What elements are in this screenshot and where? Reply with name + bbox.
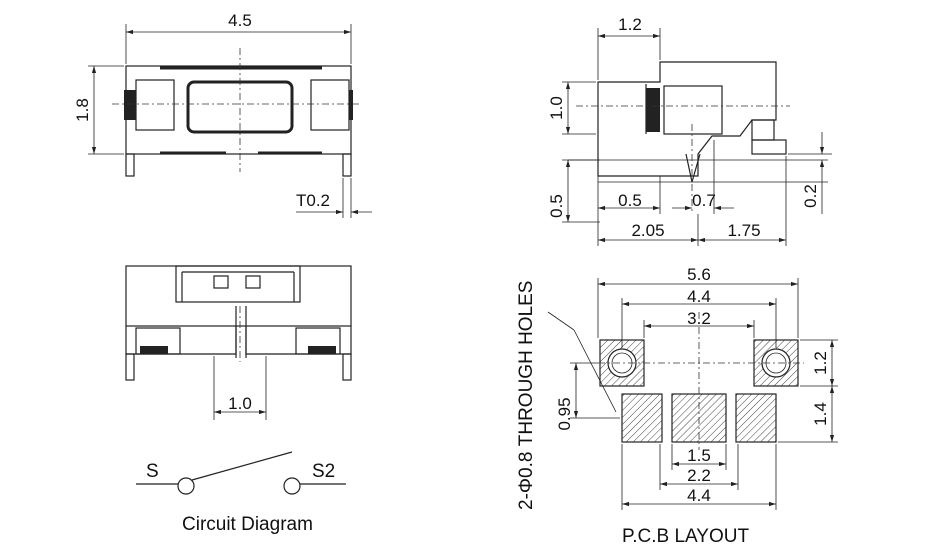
- pcb-pad-height-label: 1.4: [811, 402, 830, 426]
- side-offset-a-label: 0.5: [618, 191, 642, 210]
- side-view: 1.2 1.0 0.5 0.5 0.7 2.05 1.75 0.2: [547, 15, 832, 246]
- pcb-outer-width-label: 5.6: [687, 265, 711, 284]
- front-view: 1.0: [125, 265, 352, 420]
- terminal-thickness-label: T0.2: [296, 191, 330, 210]
- pcb-layout-title: P.C.B LAYOUT: [622, 526, 749, 547]
- side-body-height-label: 1.0: [547, 96, 566, 120]
- circuit-terminal-s2: S2: [312, 461, 335, 482]
- side-pos-a-label: 2.05: [631, 221, 664, 240]
- pcb-layout: 5.6 4.4 3.2 1.2 1.4 0.95 2-Φ0.8 THROUGH …: [516, 265, 838, 547]
- pcb-pad-mid-label: 2.2: [687, 466, 711, 485]
- top-width-label: 4.5: [228, 11, 252, 30]
- side-body-width-label: 1.2: [618, 15, 642, 34]
- side-pos-b-label: 1.75: [727, 221, 760, 240]
- pcb-pad-inner-label: 1.5: [687, 446, 711, 465]
- side-pin-height-label: 0.2: [801, 184, 820, 208]
- circuit-diagram: S S2 Circuit Diagram: [136, 451, 346, 535]
- pcb-holes-note: 2-Φ0.8 THROUGH HOLES: [516, 281, 537, 510]
- top-view: 4.5 1.8 T0.2: [73, 11, 372, 218]
- pcb-hole-pitch-label: 4.4: [687, 287, 711, 306]
- front-pitch-label: 1.0: [228, 394, 252, 413]
- pcb-inner-width-label: 3.2: [687, 309, 711, 328]
- top-height-label: 1.8: [73, 98, 92, 122]
- circuit-diagram-title: Circuit Diagram: [182, 514, 313, 535]
- side-lower-height-label: 0.5: [547, 194, 566, 218]
- circuit-terminal-s: S: [146, 461, 159, 482]
- pcb-hole-row-height-label: 1.2: [811, 351, 830, 375]
- pcb-vertical-offset-label: 0.95: [555, 397, 574, 430]
- pcb-pad-outer-label: 4.4: [687, 486, 711, 505]
- side-offset-b-label: 0.7: [692, 191, 716, 210]
